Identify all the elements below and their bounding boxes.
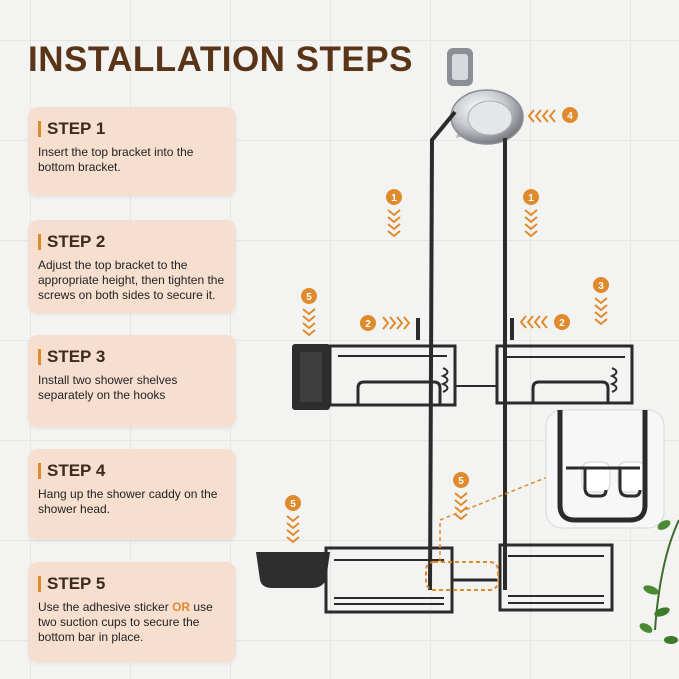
svg-text:2: 2 bbox=[559, 318, 565, 329]
step-4-text: Hang up the shower caddy on the shower h… bbox=[38, 487, 218, 516]
marker-1-right: 1 bbox=[523, 189, 539, 237]
step-3-text: Install two shower shelves separately on… bbox=[38, 373, 178, 402]
accent-bar bbox=[38, 234, 41, 250]
accent-bar bbox=[38, 463, 41, 479]
marker-5-top: 5 bbox=[301, 288, 317, 336]
step-3-card: STEP 3 Install two shower shelves separa… bbox=[28, 335, 236, 427]
marker-4: 4 bbox=[528, 107, 578, 123]
or-highlight: OR bbox=[172, 600, 191, 614]
upper-left-shelf bbox=[292, 344, 457, 410]
callout-line bbox=[439, 475, 551, 562]
step-4-label: STEP 4 bbox=[47, 461, 106, 480]
step-2-card: STEP 2 Adjust the top bracket to the app… bbox=[28, 220, 236, 313]
step-5-card: STEP 5 Use the adhesive sticker OR use t… bbox=[28, 562, 236, 662]
step-1-label: STEP 1 bbox=[47, 119, 106, 138]
accent-bar bbox=[38, 121, 41, 137]
svg-text:1: 1 bbox=[528, 193, 534, 204]
marker-5-middle: 5 bbox=[453, 472, 469, 520]
accent-bar bbox=[38, 349, 41, 365]
upper-right-shelf bbox=[455, 344, 634, 405]
step-2-text: Adjust the top bracket to the appropriat… bbox=[38, 258, 225, 302]
step-1-text: Insert the top bracket into the bottom b… bbox=[38, 145, 194, 174]
bottom-bar-highlight bbox=[425, 561, 499, 591]
marker-2-right: 2 bbox=[520, 314, 570, 330]
marker-1-left: 1 bbox=[386, 189, 402, 237]
marker-5-bottom-left: 5 bbox=[285, 495, 301, 543]
accent-bar bbox=[38, 576, 41, 592]
step-1-card: STEP 1 Insert the top bracket into the b… bbox=[28, 107, 236, 196]
svg-text:5: 5 bbox=[290, 499, 296, 510]
svg-text:4: 4 bbox=[567, 111, 573, 122]
step-3-label: STEP 3 bbox=[47, 347, 106, 366]
lower-left-shelf bbox=[256, 546, 454, 614]
marker-2-left: 2 bbox=[360, 315, 410, 331]
svg-text:2: 2 bbox=[365, 319, 371, 330]
caddy-frame bbox=[416, 110, 514, 591]
marker-3: 3 bbox=[593, 277, 609, 325]
detail-inset bbox=[545, 409, 665, 529]
svg-text:1: 1 bbox=[391, 193, 397, 204]
lower-right-shelf bbox=[452, 543, 614, 612]
page-title: INSTALLATION STEPS bbox=[28, 40, 413, 79]
step-2-label: STEP 2 bbox=[47, 232, 106, 251]
plant-decoration bbox=[639, 519, 679, 644]
step-5-label: STEP 5 bbox=[47, 574, 106, 593]
svg-text:5: 5 bbox=[306, 292, 312, 303]
svg-text:5: 5 bbox=[458, 476, 464, 487]
step-4-card: STEP 4 Hang up the shower caddy on the s… bbox=[28, 449, 236, 540]
shower-head bbox=[447, 48, 524, 145]
step-5-text: Use the adhesive sticker OR use two suct… bbox=[38, 600, 213, 644]
svg-text:3: 3 bbox=[598, 281, 604, 292]
